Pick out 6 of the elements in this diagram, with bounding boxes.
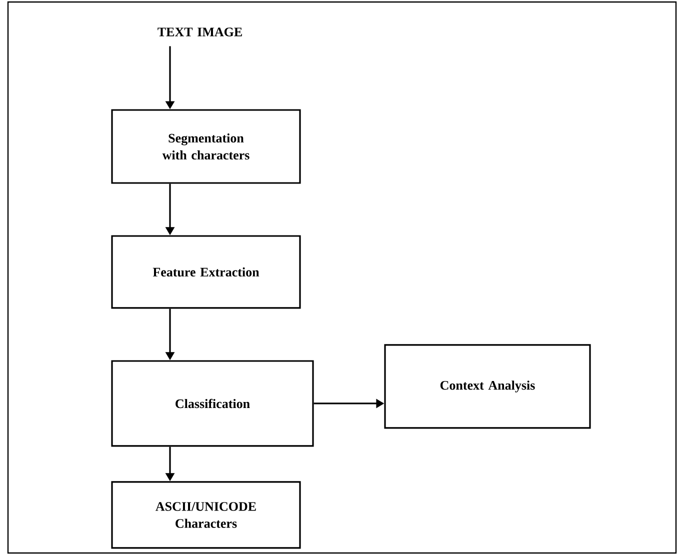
process-box: Segmentation with characters <box>111 109 301 184</box>
input-label: TEXT IMAGE <box>158 28 242 36</box>
process-box: Feature Extraction <box>111 235 301 309</box>
process-box: Context Analysis <box>384 344 591 429</box>
process-box: ASCII/UNICODE Characters <box>111 481 301 549</box>
process-box: Classification <box>111 360 314 447</box>
